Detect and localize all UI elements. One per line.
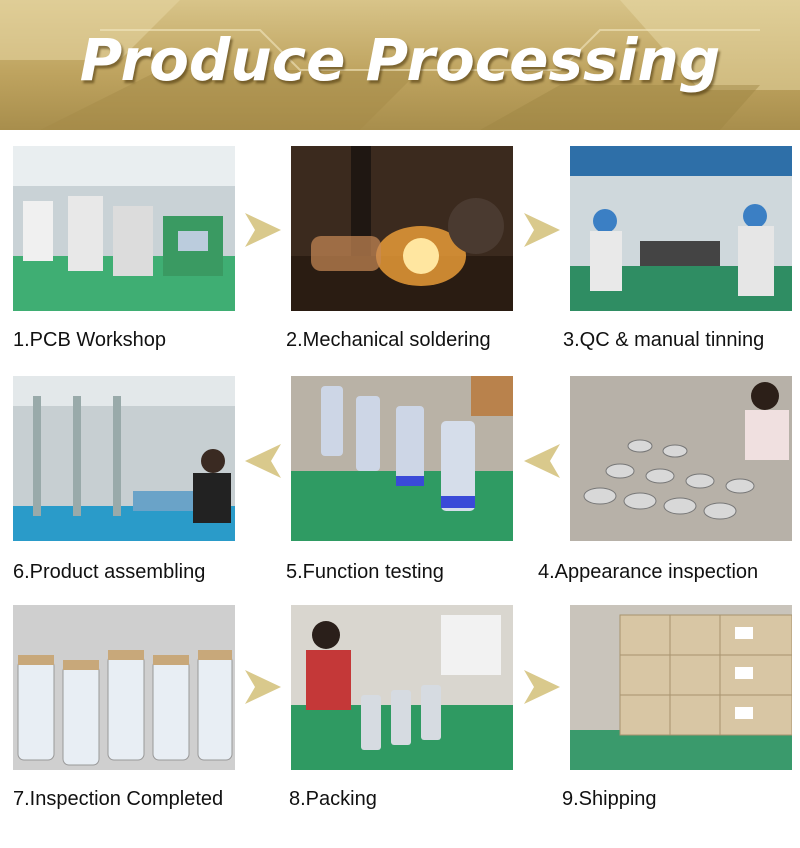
photo-mechanical-soldering	[291, 146, 513, 311]
step-label: 8.Packing	[289, 788, 377, 810]
banner-title: Produce Processing	[79, 26, 721, 94]
photo-function-testing	[291, 376, 513, 541]
step-label: 2.Mechanical soldering	[286, 329, 491, 351]
step-label: 3.QC & manual tinning	[563, 329, 765, 351]
step-label: 9.Shipping	[562, 788, 657, 810]
step-label: 5.Function testing	[286, 561, 444, 583]
step-label: 1.PCB Workshop	[13, 329, 167, 351]
photo-qc-manual-tinning	[570, 146, 792, 311]
header-banner: Produce Processing	[0, 0, 800, 130]
photo-product-assembling	[13, 376, 235, 541]
step-label: 4.Appearance inspection	[538, 561, 759, 583]
photo-pcb-workshop	[13, 146, 235, 311]
photo-shipping	[570, 605, 792, 770]
photo-packing	[291, 605, 513, 770]
photo-appearance-inspection	[570, 376, 792, 541]
banner-background	[0, 0, 800, 130]
step-label: 6.Product assembling	[13, 561, 206, 583]
photo-inspection-completed	[13, 605, 235, 770]
step-label: 7.Inspection Completed	[13, 788, 224, 810]
